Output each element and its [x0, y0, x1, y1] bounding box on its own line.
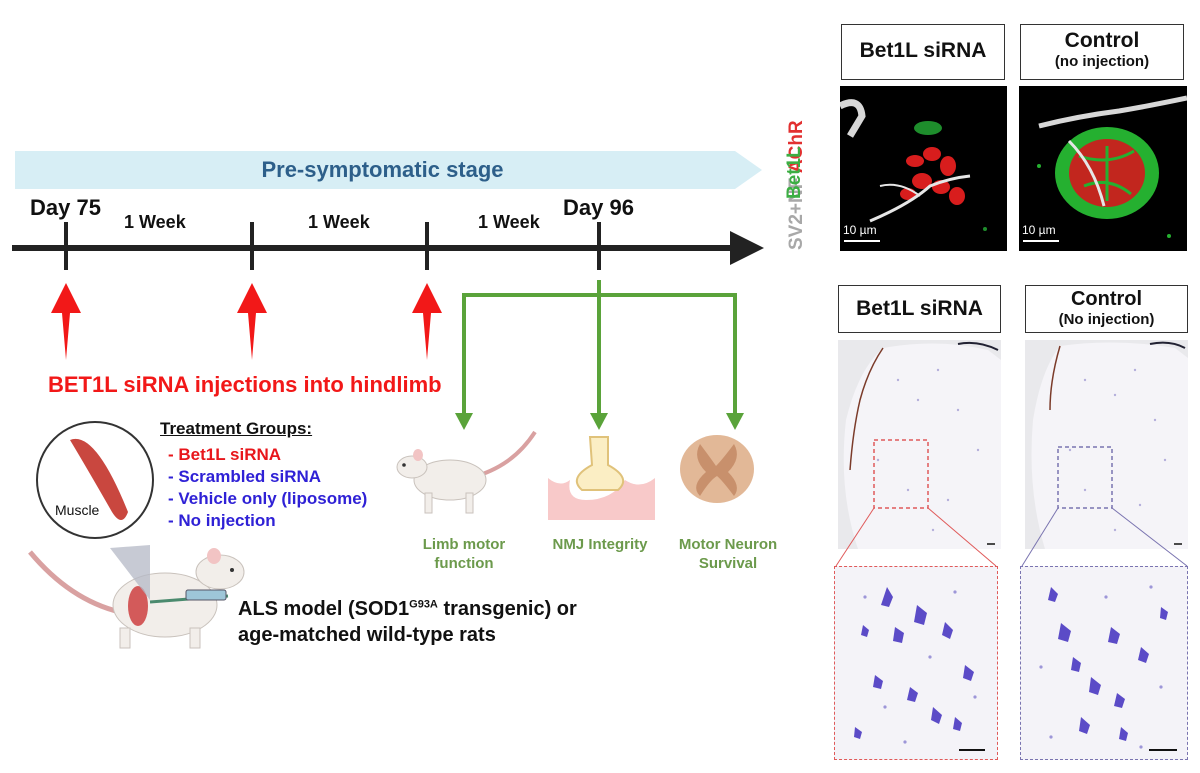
- treatment-heading: Treatment Groups:: [160, 419, 313, 438]
- stain-label-bet1l: Bet1L: [784, 146, 805, 199]
- walking-rat-icon: [396, 430, 537, 514]
- outcome-arrowhead-1: [455, 413, 473, 430]
- muscle-label: Muscle: [55, 502, 100, 518]
- scale-bar-1: [844, 240, 880, 242]
- spinal-section-bet1l: [838, 340, 1001, 549]
- treatment-group-item: - No injection: [168, 511, 276, 530]
- outcome-label-motor-neuron: Motor Neuron Survival: [678, 536, 778, 572]
- zoom-bet1l-drawing: [854, 587, 985, 751]
- model-line-1: ALS model (SOD1G93A transgenic) or: [238, 598, 577, 621]
- scale-bar-2: [1023, 240, 1059, 242]
- zoom-section-control: [1020, 566, 1188, 760]
- treatment-group-item: - Bet1L siRNA: [168, 445, 282, 464]
- week-label-1: 1 Week: [124, 212, 186, 232]
- stage-label: Pre-symptomatic stage: [261, 157, 504, 182]
- model-prefix: ALS model (SOD1: [238, 598, 410, 620]
- micrograph-bet1l-nmj: 10 µm: [840, 86, 1007, 251]
- model-line-2: age-matched wild-type rats: [238, 624, 496, 646]
- micrograph-bet1l-drawing: [840, 99, 987, 231]
- treatment-group-item: - Scrambled siRNA: [168, 467, 322, 486]
- zoom-section-bet1l: [834, 566, 998, 760]
- rat-injection-illustration: [28, 548, 245, 649]
- scale-text-2: 10 µm: [1022, 223, 1056, 237]
- spinal-section-control: [1025, 340, 1188, 549]
- outcome-label-limb-motor: Limb motor function: [422, 536, 506, 572]
- panel-title-bet1l-nmj: Bet1L siRNA: [841, 24, 1005, 80]
- injection-arrow-3: [412, 283, 442, 360]
- timeline-arrowhead: [730, 231, 764, 265]
- day-start-label: Day 75: [30, 195, 101, 220]
- outcome-connectors: [462, 280, 737, 418]
- injection-arrows: [51, 283, 442, 360]
- panel-title-control-nmj: Control (no injection): [1020, 24, 1184, 80]
- week-label-3: 1 Week: [478, 212, 540, 232]
- micrograph-control-nmj: 10 µm: [1019, 86, 1187, 251]
- outcome-arrowhead-2: [590, 413, 608, 430]
- injection-arrow-1: [51, 283, 81, 360]
- injection-arrow-2: [237, 283, 267, 360]
- stage-band-arrow: [15, 151, 762, 189]
- day-end-label: Day 96: [563, 195, 634, 220]
- treatment-group-item: - Vehicle only (liposome): [168, 489, 368, 508]
- panel-title-control-cord: Control (No injection): [1025, 285, 1188, 333]
- scale-text-1: 10 µm: [843, 223, 877, 237]
- week-label-2: 1 Week: [308, 212, 370, 232]
- model-suffix: transgenic) or: [437, 598, 577, 620]
- injection-label: BET1L siRNA injections into hindlimb: [48, 372, 442, 397]
- zoom-control-drawing: [1039, 585, 1177, 751]
- muscle-callout-cone: [110, 545, 150, 600]
- micrograph-control-drawing: [1037, 95, 1187, 238]
- section-bet1l-drawing: [838, 340, 1001, 549]
- nmj-icon: [548, 436, 655, 520]
- treatment-group-list: - Bet1L siRNA - Scrambled siRNA - Vehicl…: [168, 444, 367, 532]
- section-control-drawing: [1025, 340, 1188, 549]
- model-superscript: G93A: [409, 598, 438, 611]
- panel-title-bet1l-cord: Bet1L siRNA: [838, 285, 1001, 333]
- outcome-arrowhead-3: [726, 413, 744, 430]
- spinal-cord-icon: [680, 435, 754, 503]
- outcome-label-nmj: NMJ Integrity: [552, 536, 648, 553]
- muscle-icon: [70, 438, 128, 520]
